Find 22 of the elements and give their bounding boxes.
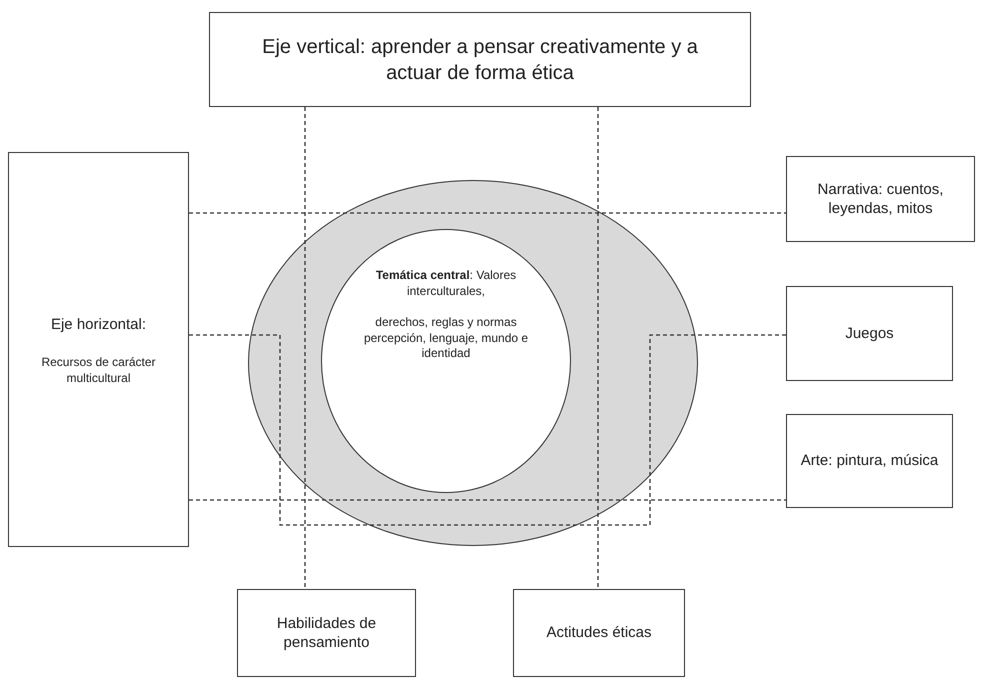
- heading-text: Eje horizontal:: [50, 314, 146, 335]
- text-box: [786, 286, 953, 381]
- text-box: [513, 589, 685, 677]
- dashed-connector: [304, 107, 306, 589]
- dashed-connector: [189, 212, 786, 214]
- heading-text: Narrativa: cuentos, leyendas, mitos: [816, 180, 944, 218]
- heading-text: Actitudes éticas: [546, 623, 652, 643]
- text-box: [786, 414, 953, 508]
- body-text: derechos, reglas y normas percepción, lenguaje, mundo e identidad: [362, 315, 530, 362]
- heading-text: Arte: pintura, música: [800, 451, 938, 471]
- dashed-connector: [189, 499, 786, 501]
- heading-text: Habilidades de pensamiento: [276, 614, 378, 652]
- heading-text: Juegos: [845, 324, 894, 344]
- body-text: Recursos de carácter multicultural: [40, 354, 157, 386]
- text-box: [237, 589, 416, 677]
- dashed-connector: [189, 334, 786, 526]
- text-box: [786, 156, 975, 242]
- text-box: [8, 152, 189, 547]
- dashed-connector: [597, 107, 599, 589]
- text-box: [209, 12, 751, 107]
- heading-text: Temática central: Valores interculturales,: [374, 268, 518, 300]
- heading-text: Eje vertical: aprender a pensar creativamente y a actuar de forma ética: [261, 34, 699, 86]
